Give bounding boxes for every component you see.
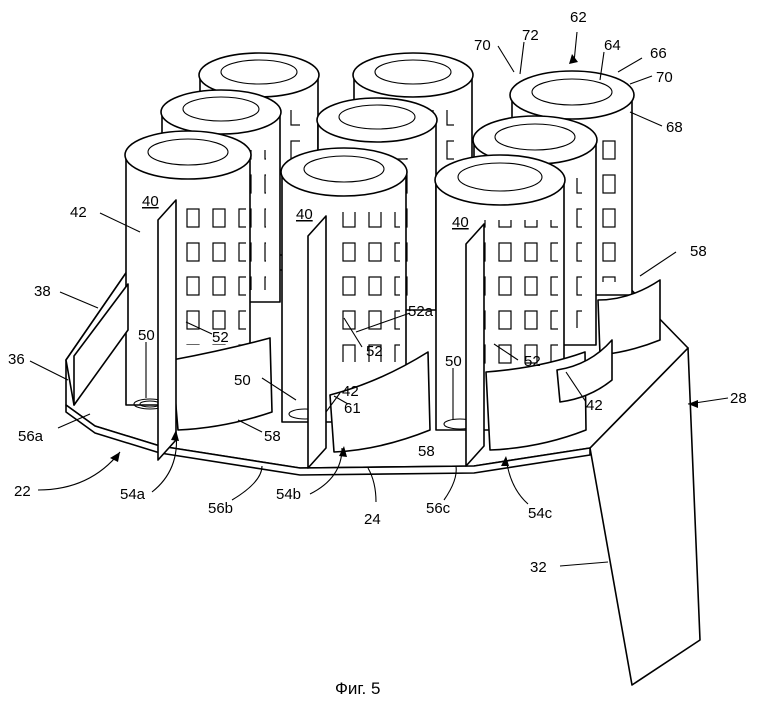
leader-lines bbox=[29, 31, 729, 567]
canister-front-mid bbox=[280, 147, 408, 423]
label-42: 42 bbox=[70, 204, 87, 221]
label-42: 42 bbox=[342, 383, 359, 400]
shield-mid bbox=[329, 351, 431, 453]
shield-back bbox=[597, 279, 661, 356]
label-32: 32 bbox=[530, 559, 547, 576]
shield-left bbox=[171, 337, 273, 431]
divider-c bbox=[465, 223, 485, 467]
label-40: 40 bbox=[296, 206, 313, 223]
label-40: 40 bbox=[142, 193, 159, 210]
label-52: 52 bbox=[366, 343, 383, 360]
label-54b: 54b bbox=[276, 486, 301, 503]
label-70: 70 bbox=[474, 37, 491, 54]
divider-b bbox=[307, 215, 327, 469]
label-56c: 56c bbox=[426, 500, 451, 517]
label-70: 70 bbox=[656, 69, 673, 86]
label-72: 72 bbox=[522, 27, 539, 44]
label-56a: 56a bbox=[18, 428, 44, 445]
label-38: 38 bbox=[34, 283, 51, 300]
label-22: 22 bbox=[14, 483, 31, 500]
divider-a bbox=[157, 199, 177, 461]
label-56b: 56b bbox=[208, 500, 233, 517]
label-50: 50 bbox=[138, 327, 155, 344]
label-40: 40 bbox=[452, 214, 469, 231]
label-54c: 54c bbox=[528, 505, 553, 522]
label-68: 68 bbox=[666, 119, 683, 136]
arrowheads bbox=[110, 54, 698, 466]
label-62: 62 bbox=[570, 9, 587, 26]
label-42: 42 bbox=[586, 397, 603, 414]
dividers bbox=[73, 199, 485, 469]
figure-caption: Фиг. 5 bbox=[335, 679, 380, 698]
shield-back-2 bbox=[556, 339, 613, 403]
label-50: 50 bbox=[445, 353, 462, 370]
label-61: 61 bbox=[344, 400, 361, 417]
label-52a: 52a bbox=[408, 303, 434, 320]
label-52: 52 bbox=[524, 353, 541, 370]
label-54a: 54a bbox=[120, 486, 146, 503]
divider-back bbox=[73, 283, 129, 406]
label-36: 36 bbox=[8, 351, 25, 368]
label-58: 58 bbox=[418, 443, 435, 460]
label-66: 66 bbox=[650, 45, 667, 62]
label-58: 58 bbox=[264, 428, 281, 445]
label-28: 28 bbox=[730, 390, 747, 407]
label-58: 58 bbox=[690, 243, 707, 260]
label-52: 52 bbox=[212, 329, 229, 346]
label-50: 50 bbox=[234, 372, 251, 389]
label-64: 64 bbox=[604, 37, 621, 54]
label-24: 24 bbox=[364, 511, 381, 528]
shields bbox=[171, 279, 661, 453]
reference-labels: 62 72 70 64 66 70 68 42 40 40 40 38 58 5… bbox=[8, 9, 747, 576]
